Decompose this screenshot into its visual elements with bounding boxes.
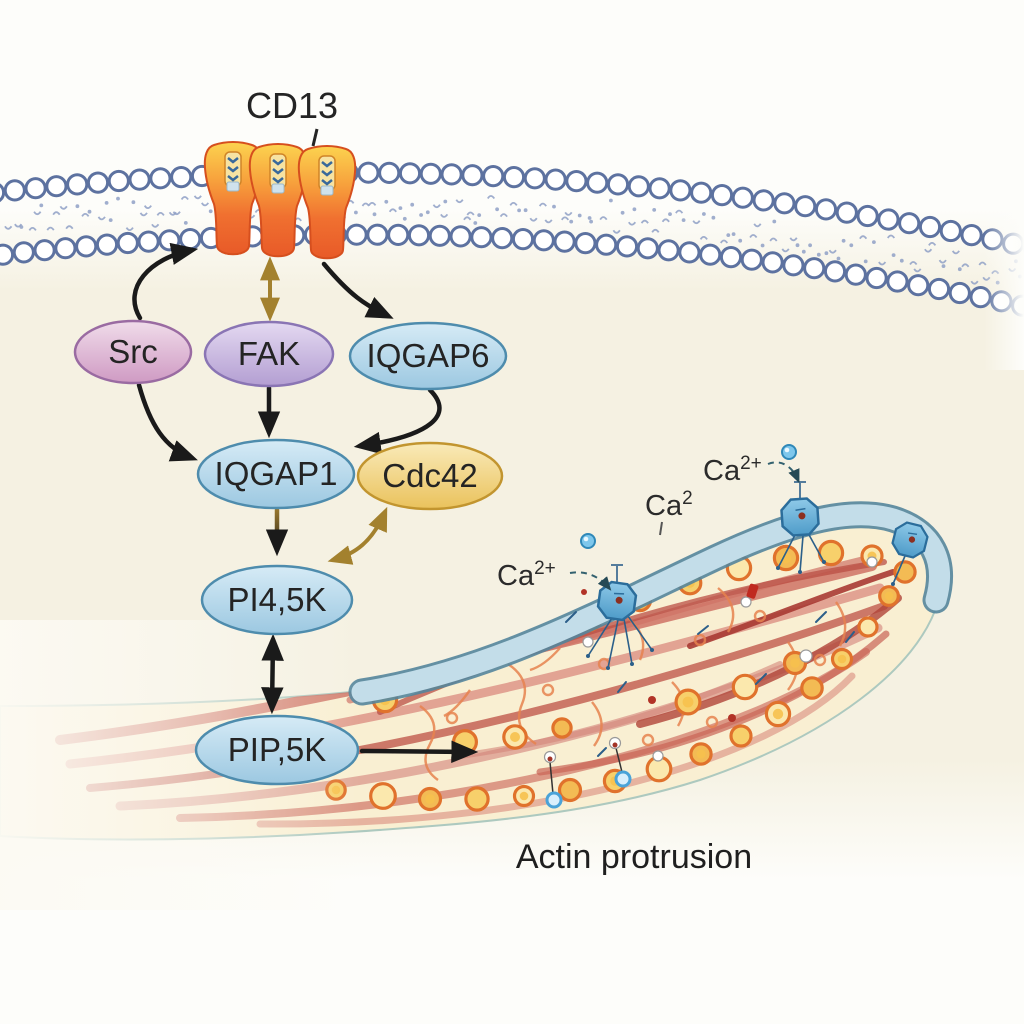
node-iqgap1: IQGAP1 <box>196 438 356 510</box>
fak-label: FAK <box>238 335 300 372</box>
arrow-iqgap6-to-iqgap1 <box>353 387 442 455</box>
arrow-src-to-cd13 <box>132 242 199 321</box>
arrow-src-to-iqgap1 <box>136 382 198 462</box>
ca-label-3: Ca2+ <box>703 453 762 487</box>
node-fak: FAK <box>203 320 335 388</box>
pi45k-ellipse <box>200 564 354 636</box>
src-ellipse <box>73 319 193 385</box>
arrow-pi45k-pip5k-bidirectional <box>261 633 284 715</box>
caption-actin-protrusion: Actin protrusion <box>516 838 752 876</box>
cd13-receptor-group <box>203 140 357 260</box>
node-pip5k: PIP,5K <box>194 714 360 786</box>
calcium-channel-group <box>586 481 931 670</box>
calcium-ions <box>569 444 800 591</box>
membrane-right-fade <box>984 140 1024 370</box>
ca-label-2-tick <box>659 521 663 536</box>
calcium-entry-arrow <box>767 461 800 484</box>
ca-label-1: Ca2+ <box>497 558 556 592</box>
ion-highlight <box>583 536 589 542</box>
iqgap6-ellipse <box>348 321 508 391</box>
iqgap1-ellipse <box>196 438 356 510</box>
cdc42-ellipse <box>356 441 504 511</box>
calcium-entry-arrow <box>569 571 612 591</box>
node-src: Src <box>73 319 193 385</box>
pip5k-ellipse <box>194 714 360 786</box>
pathway-arrows <box>132 242 479 764</box>
arrow-cd13-to-iqgap6 <box>321 261 394 319</box>
crosslinker-details <box>565 556 878 762</box>
calcium-channel-icon <box>779 496 821 538</box>
calcium-ion-dot <box>781 444 797 460</box>
calcium-ion-dot <box>580 533 596 549</box>
ion-highlight <box>784 447 790 453</box>
iqgap6-label: IQGAP6 <box>367 337 490 374</box>
src-label: Src <box>108 333 158 370</box>
ca-label-2: Ca2 <box>645 488 693 522</box>
hanging-receptor-details <box>543 736 632 809</box>
fak-ellipse <box>203 320 335 388</box>
cdc42-label: Cdc42 <box>382 457 477 494</box>
membrane-lipid-tails <box>4 190 1022 285</box>
cd13-pointer-tick <box>311 128 319 147</box>
cd13-label: CD13 <box>246 85 338 126</box>
arrow-cdc42-pi45k-bidirectional <box>327 506 388 565</box>
pip5k-label: PIP,5K <box>228 731 326 768</box>
node-cdc42: Cdc42 <box>356 441 504 511</box>
pi45k-label: PI4,5K <box>227 581 326 618</box>
node-iqgap6: IQGAP6 <box>348 321 508 391</box>
node-pi45k: PI4,5K <box>200 564 354 636</box>
iqgap1-label: IQGAP1 <box>215 455 338 492</box>
arrow-pip5k-to-protrusion <box>359 740 479 764</box>
protein-nodes: Src FAK IQGAP6 IQGAP1 Cdc42 PI4,5K PIP,5… <box>73 319 508 786</box>
